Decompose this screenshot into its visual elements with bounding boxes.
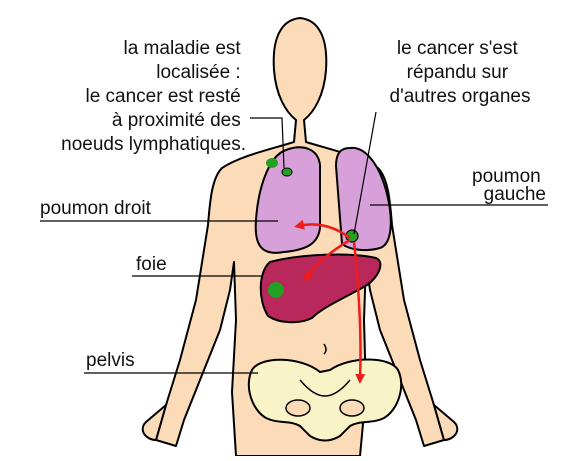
label-right-lung: poumon droit (40, 198, 152, 219)
tumor-right-lung (282, 168, 292, 176)
label-left-lung: poumon gauche (472, 166, 546, 205)
label-pelvis: pelvis (86, 350, 135, 371)
label-liver: foie (136, 254, 167, 275)
tumor-lymph-node (266, 158, 278, 168)
label-localized: la maladie est localisée : le cancer est… (61, 38, 246, 155)
pelvis-foramen-left (340, 400, 364, 416)
pelvis-foramen-right (286, 400, 310, 416)
label-spread: le cancer s'est répandu sur d'autres org… (390, 38, 531, 107)
tumor-liver (268, 282, 284, 298)
